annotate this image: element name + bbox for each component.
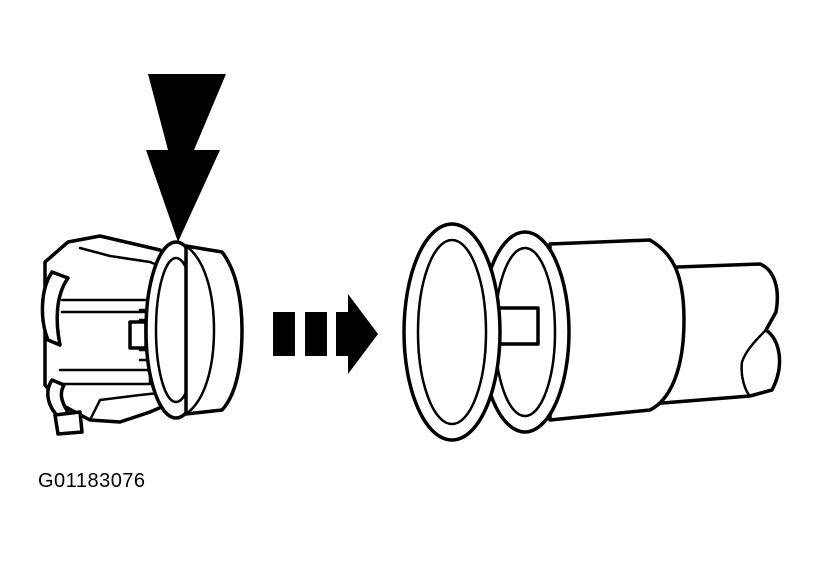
down-arrow-icon [146,74,226,242]
dashed-right-arrow-icon [273,294,378,374]
connector-clip-before [40,234,244,436]
connector-assembled [402,222,782,442]
figure-code: G01183076 [38,470,146,492]
